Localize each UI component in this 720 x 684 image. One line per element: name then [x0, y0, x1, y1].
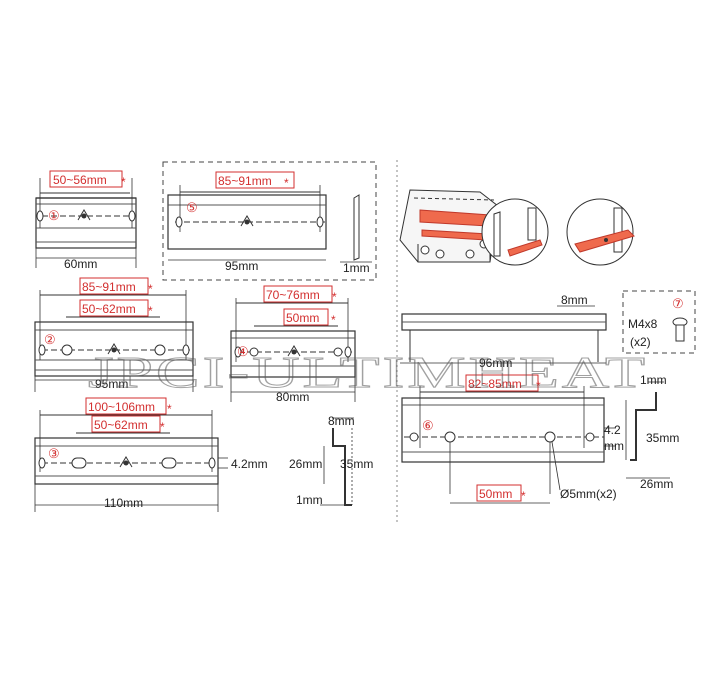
part-3-asterisk-b: *: [160, 420, 165, 434]
part-2-width: 95mm: [95, 377, 128, 391]
part-4-range-inner: 50mm: [286, 311, 319, 325]
part-6-hole-dia: Ø5mm(x2): [560, 487, 617, 501]
part-7-frame: [622, 290, 696, 354]
part-1-number: ①: [48, 208, 60, 223]
part-6-spacing-box: [476, 484, 522, 502]
part-5-range-box: [215, 171, 295, 189]
part-2-range-outer-box: [79, 277, 149, 295]
profile-left-shape: [332, 428, 352, 506]
profile-right-outer: 35mm: [646, 431, 679, 445]
part-2-asterisk-a: *: [148, 282, 153, 296]
part-4-asterisk-a: *: [332, 290, 337, 304]
part-1-asterisk: *: [121, 175, 126, 189]
profile-left-top: 8mm: [328, 414, 355, 428]
part-4-bracket: [230, 330, 356, 378]
part-2-asterisk-b: *: [148, 304, 153, 318]
part-5-number: ⑤: [186, 200, 198, 215]
part-2: 85~91mm * 50~62mm * ② 95mm: [34, 277, 194, 392]
part-3-range-outer: 100~106mm: [88, 400, 155, 414]
part-6-hole-h-a: 4.2: [604, 423, 621, 437]
profile-right: 1mm 35mm 26mm: [625, 373, 679, 491]
part-1-bracket: [35, 197, 137, 249]
part-5-thickness: 1mm: [343, 261, 370, 275]
part-5-frame: [162, 161, 377, 281]
part-5-side-view: [353, 194, 360, 261]
part-6-top: 8mm: [561, 293, 588, 307]
part-4-width: 80mm: [276, 390, 309, 404]
part-5: 85~91mm * ⑤ 95mm 1mm: [162, 161, 377, 281]
part-6-asterisk-b: *: [521, 489, 526, 503]
part-3-width: 110mm: [104, 496, 143, 510]
profile-left-outer: 35mm: [340, 457, 373, 471]
junction-box-illustration: [399, 189, 635, 266]
part-3: 100~106mm * 50~62mm * ③ 4.2mm 110mm: [34, 397, 268, 512]
part-3-range-outer-box: [85, 397, 167, 415]
watermark: JPCI-ULTIMHEAT: [88, 348, 648, 397]
part-4-asterisk-b: *: [331, 313, 336, 327]
part-6-bracket: [401, 397, 605, 463]
part-3-asterisk-a: *: [167, 402, 172, 416]
part-4-number: ④: [237, 344, 249, 359]
part-2-range-inner-box: [79, 299, 149, 317]
part-3-hole: 4.2mm: [231, 457, 268, 471]
part-4-range-outer-box: [263, 285, 333, 303]
part-7-number: ⑦: [672, 296, 684, 311]
part-5-bracket: [167, 194, 327, 250]
part-7: ⑦ M4x8 (x2): [622, 290, 696, 354]
part-4-range-inner-box: [283, 308, 329, 326]
part-1-range: 50~56mm: [53, 173, 107, 187]
part-3-bracket: [34, 437, 219, 485]
part-6: 8mm 96mm 82~85mm * ⑥ 4.2 mm 50mm * Ø5mm(…: [400, 293, 624, 504]
profile-left-inner: 26mm: [289, 457, 322, 471]
part-6-range: 82~85mm: [468, 377, 522, 391]
profile-left: 8mm 26mm 35mm 1mm: [289, 414, 373, 507]
part-3-number: ③: [48, 446, 60, 461]
part-4: 70~76mm * 50mm * ④ 80mm: [230, 285, 356, 404]
part-6-range-box: [465, 374, 539, 392]
part-3-range-inner-box: [91, 415, 161, 433]
part-1-width: 60mm: [64, 257, 97, 271]
part-2-bracket: [34, 321, 194, 377]
part-4-range-outer: 70~76mm: [266, 288, 320, 302]
part-6-asterisk-a: *: [536, 379, 541, 393]
part-5-asterisk: *: [284, 176, 289, 190]
part-6-number: ⑥: [422, 418, 434, 433]
part-7-screw-b: (x2): [630, 335, 651, 349]
part-5-range: 85~91mm: [218, 174, 272, 188]
part-7-screw-a: M4x8: [628, 317, 658, 331]
part-2-range-outer: 85~91mm: [82, 280, 136, 294]
part-6-hole-h-b: mm: [604, 439, 624, 453]
part-2-number: ②: [44, 332, 56, 347]
profile-right-shape: [630, 392, 657, 461]
part-6-hole-spacing: 50mm: [479, 487, 512, 501]
part-6-width: 96mm: [479, 356, 512, 370]
part-3-range-inner: 50~62mm: [94, 418, 148, 432]
part-1: 50~56mm * ① 60mm: [35, 170, 137, 271]
profile-left-thick: 1mm: [296, 493, 323, 507]
part-5-width: 95mm: [225, 259, 258, 273]
part-2-range-inner: 50~62mm: [82, 302, 136, 316]
detail-circle-a: [481, 198, 549, 266]
profile-right-bottom: 26mm: [640, 477, 673, 491]
profile-right-thick: 1mm: [640, 373, 667, 387]
part-1-range-box: [49, 170, 123, 188]
